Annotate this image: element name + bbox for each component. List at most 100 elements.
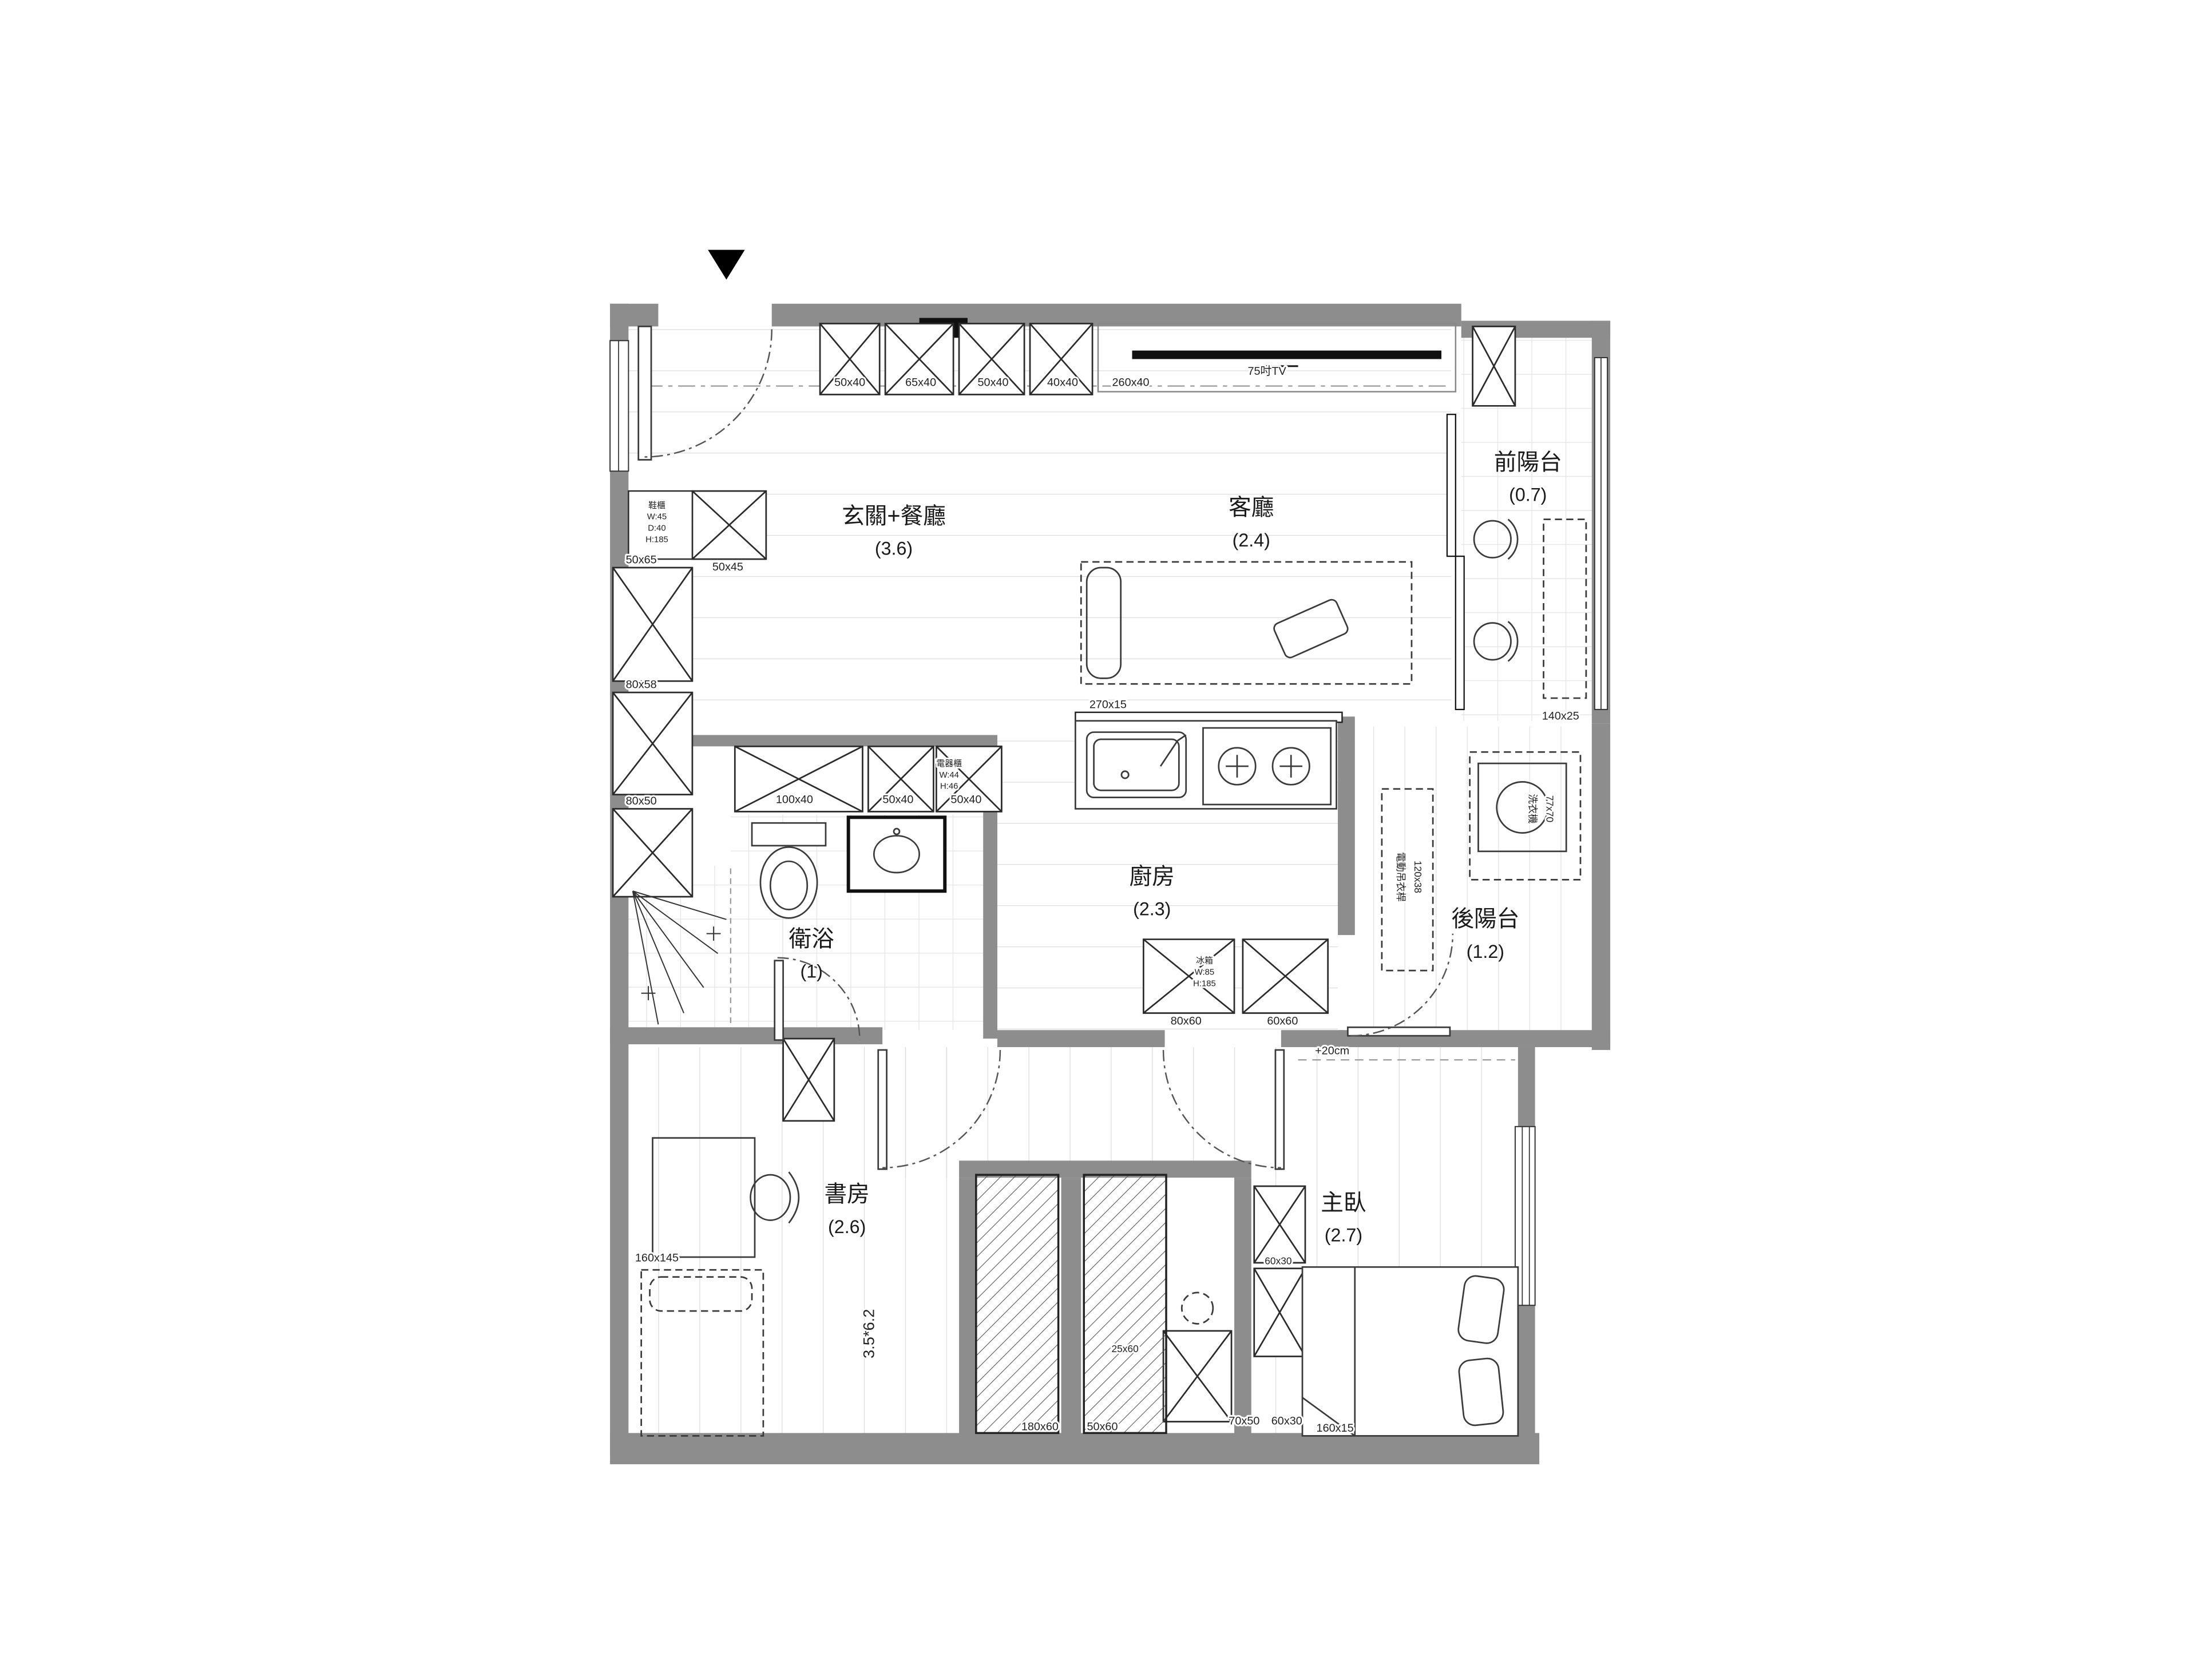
dimension-label: 鞋櫃: [648, 501, 665, 510]
dimension-label: 電動吊衣桿: [1395, 852, 1406, 902]
dimension-label: 160x15: [1317, 1422, 1354, 1435]
room-labels: 玄關+餐廳 (3.6) 客廳 (2.4) 前陽台 (0.7) 廚房 (2.3) 後陽台 (1.2)…: [789, 450, 1562, 1246]
living-sliding-door: [1446, 414, 1465, 711]
dimension-label: 180x60: [1021, 1420, 1059, 1433]
balcony-chair-2: [1473, 621, 1519, 662]
entrance-marker: [708, 249, 745, 280]
vanity-sink: [846, 815, 947, 893]
dimension-label: 65x40: [905, 377, 936, 389]
master-bed: [1301, 1266, 1519, 1437]
sofa-daybed: [1080, 561, 1413, 685]
shower-spray: [632, 890, 727, 1025]
dimension-label: H:46: [940, 782, 958, 791]
dimension-label: 洗衣機: [1527, 794, 1539, 823]
balcony-window: [1594, 357, 1608, 710]
dimension-label: 40x40: [1047, 377, 1078, 389]
dimension-label: 80x58: [626, 679, 657, 691]
room-area-bathroom: (1): [800, 961, 822, 981]
dimension-label: 50x65: [626, 554, 657, 566]
dimension-label: +20cm: [1315, 1044, 1349, 1057]
dimension-label: 70x50: [1229, 1414, 1259, 1427]
rear-balcony-door: [1347, 933, 1454, 1037]
windows: [609, 340, 1608, 1306]
dimension-label: W:85: [1195, 968, 1214, 977]
cabinets: [612, 323, 1516, 1423]
dimension-label: 60x60: [1267, 1015, 1298, 1027]
room-label-bathroom: 衛浴: [789, 926, 834, 952]
dimension-label: 160x145: [635, 1251, 679, 1264]
rear-balcony-floor: [1354, 726, 1592, 1031]
room-label-study: 書房: [825, 1182, 870, 1207]
dimension-label: 80x60: [1171, 1015, 1202, 1027]
room-label-living: 客廳: [1229, 495, 1274, 520]
sink: [1085, 731, 1187, 798]
room-label-front-balcony: 前陽台: [1494, 450, 1562, 475]
bathroom-door: [774, 957, 861, 1041]
dimension-label: 270x15: [1089, 698, 1127, 711]
dimension-label: 電器櫃: [936, 759, 962, 768]
study-desk: [652, 1137, 800, 1258]
room-label-rear-balcony: 後陽台: [1451, 906, 1519, 932]
dimension-label: 120x38: [1412, 861, 1424, 893]
washing-machine: [1469, 751, 1582, 881]
dimension-label: 80x50: [626, 795, 657, 807]
dimension-label: H:185: [1193, 979, 1216, 988]
dimension-label: 140x25: [1542, 710, 1579, 722]
room-area-study: (2.6): [828, 1217, 866, 1237]
room-area-kitchen: (2.3): [1133, 898, 1171, 919]
dimension-label: 50x40: [950, 794, 981, 806]
dimension-label: 50x40: [978, 377, 1009, 389]
dimension-label: H:185: [645, 535, 668, 544]
electric-drying-rack: [1381, 788, 1434, 972]
dimension-label: D:40: [648, 524, 665, 533]
tv-wall-cabinet: [1097, 323, 1457, 393]
balcony-counter: [1543, 518, 1587, 699]
dimension-label: 77x70: [1544, 795, 1555, 822]
dimension-label: 50x60: [1087, 1420, 1118, 1433]
kitchen-counter: [1074, 720, 1337, 810]
dimension-label: 冰箱: [1196, 956, 1213, 966]
dimension-label: 50x40: [834, 377, 865, 389]
living-furniture: [1080, 350, 1442, 685]
toilet: [751, 822, 827, 919]
entrance-door: [637, 326, 773, 461]
dimension-label: W:45: [647, 513, 667, 522]
rear-balcony-fixtures: [1381, 751, 1582, 972]
stove: [1202, 727, 1332, 806]
front-balcony-furniture: [1473, 518, 1587, 699]
room-area-entry-dining: (3.6): [875, 538, 913, 559]
dimension-label: 3.5*6.2: [859, 1309, 877, 1358]
study-bed: [640, 1269, 764, 1437]
study-door: [877, 1049, 1001, 1170]
balcony-chair-1: [1473, 518, 1519, 560]
bathroom-fixtures: [632, 815, 947, 1025]
room-label-master-bedroom: 主臥: [1321, 1190, 1366, 1215]
dimension-label: 260x40: [1112, 377, 1150, 389]
wardrobes: [975, 1174, 1214, 1435]
dimension-label: 60x30: [1271, 1414, 1302, 1427]
room-label-entry-dining: 玄關+餐廳: [842, 504, 946, 529]
tv: [1132, 350, 1442, 367]
wardrobe-left: [975, 1174, 1060, 1435]
dimension-label: 60x30: [1265, 1255, 1291, 1266]
corridor-floor: [872, 1047, 1284, 1178]
master-door: [1162, 1049, 1285, 1170]
entry-shoe-cabinet: [628, 490, 694, 560]
room-area-rear-balcony: (1.2): [1467, 941, 1504, 962]
left-wall-window: [609, 340, 629, 472]
room-area-front-balcony: (0.7): [1509, 484, 1547, 505]
dimension-label: 50x40: [882, 794, 913, 806]
room-label-kitchen: 廚房: [1130, 864, 1175, 889]
dimension-label: 75吋TV: [1247, 365, 1286, 378]
bedroom-furniture: [640, 1137, 1519, 1437]
kitchen-fixtures: [1074, 711, 1343, 810]
doors: [637, 326, 1454, 1170]
room-area-master-bedroom: (2.7): [1325, 1225, 1362, 1246]
dimension-label: 100x40: [776, 794, 813, 806]
dimension-label: W:44: [939, 771, 958, 780]
dimension-label: 25x60: [1111, 1343, 1138, 1354]
room-area-living: (2.4): [1233, 530, 1270, 550]
